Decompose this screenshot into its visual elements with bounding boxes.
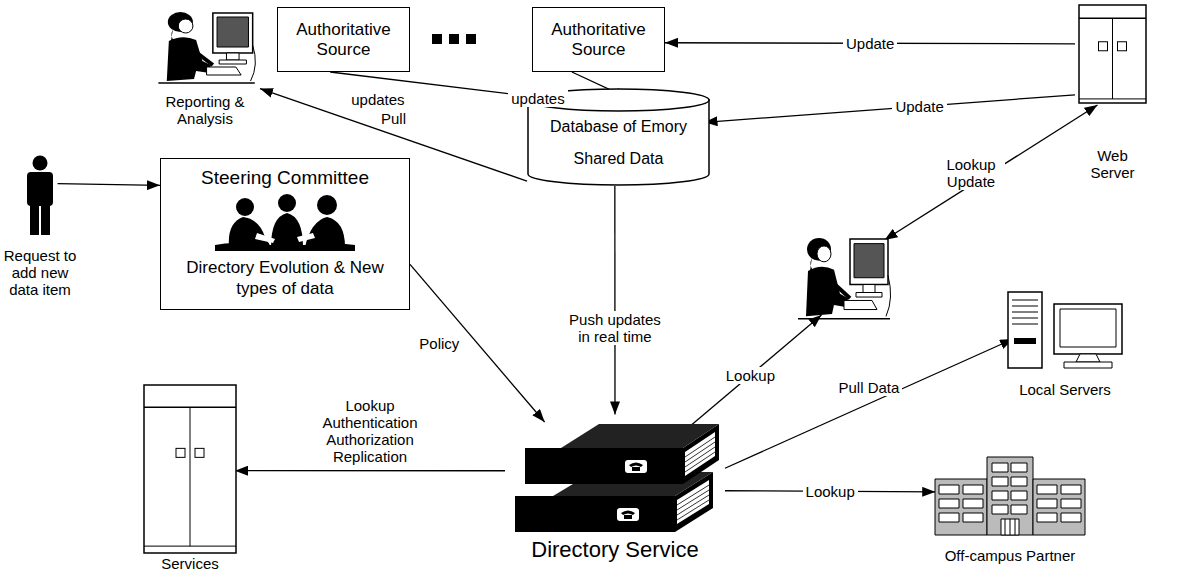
connector-arrow (885, 105, 1098, 240)
workstation-user-icon (150, 5, 260, 93)
connector-arrow (614, 186, 615, 415)
committee-heading: Steering Committee (201, 167, 369, 189)
node-label: Off-campus Partner (928, 547, 1093, 564)
node-label: Services (140, 555, 240, 572)
node-label: Authoritative Source (286, 20, 401, 60)
directory-books: Directory Service (505, 412, 725, 563)
local-servers-icon (1000, 288, 1130, 373)
local-servers: Local Servers (1000, 288, 1130, 398)
node-label: Request to add new data item (0, 247, 80, 298)
connector-arrow (665, 43, 1075, 44)
node-label: Authoritative Source (541, 20, 656, 60)
source-box: Authoritative Source (532, 7, 665, 72)
node-label: Database of Emory Shared Data (535, 111, 702, 175)
node-label: Directory Service (508, 537, 723, 563)
node-label: Reporting & Analysis (155, 93, 255, 127)
edge-label: Lookup Update (937, 156, 1005, 190)
services-server: Services (140, 383, 240, 572)
edge-label: Lookup (803, 483, 858, 500)
ellipsis-squares (432, 34, 476, 44)
connector-arrow (705, 95, 1075, 123)
workstation-user: Reporting & Analysis (150, 5, 260, 127)
node-label: Web Server (1083, 147, 1143, 181)
cylinder-outline (527, 88, 710, 186)
edge-label: Update (892, 98, 946, 115)
edge-label: Push updates in real time (562, 311, 668, 345)
requester: Request to add new data item (0, 155, 80, 298)
edge-label: Pull (378, 110, 409, 127)
directory-books-icon (505, 412, 725, 537)
edge-label: Lookup Authentication Authorization Repl… (312, 397, 428, 465)
workstation-user (790, 230, 895, 330)
committee-silhouettes (172, 193, 398, 253)
connector-arrow (692, 315, 822, 425)
connector-arrow (235, 470, 505, 471)
connector-arrow (58, 184, 160, 186)
edge-label: Pull Data (836, 379, 903, 396)
web-server-icon (1075, 3, 1150, 105)
edge-label: Lookup (723, 367, 778, 384)
connector-arrow (725, 491, 935, 492)
committee-body: Directory Evolution & New types of data (171, 257, 399, 299)
web-server: Web Server (1075, 3, 1150, 181)
connector-arrow (725, 339, 1013, 468)
edge-label: updates (348, 91, 407, 108)
partner-building: Off-campus Partner (925, 455, 1095, 564)
source-box: Authoritative Source (277, 7, 410, 72)
partner-building-icon (925, 455, 1095, 537)
edge-label: Update (843, 35, 897, 52)
requester-icon (0, 155, 80, 237)
services-server-icon (140, 383, 240, 555)
connector-arrow (410, 264, 545, 422)
edge-label: Policy (416, 335, 462, 352)
committee-box: Steering CommitteeDirectory Evolution & … (160, 158, 410, 310)
node-label: Local Servers (1003, 381, 1128, 398)
workstation-user-icon (790, 230, 895, 330)
database-cylinder: Database of Emory Shared Data (527, 88, 710, 186)
